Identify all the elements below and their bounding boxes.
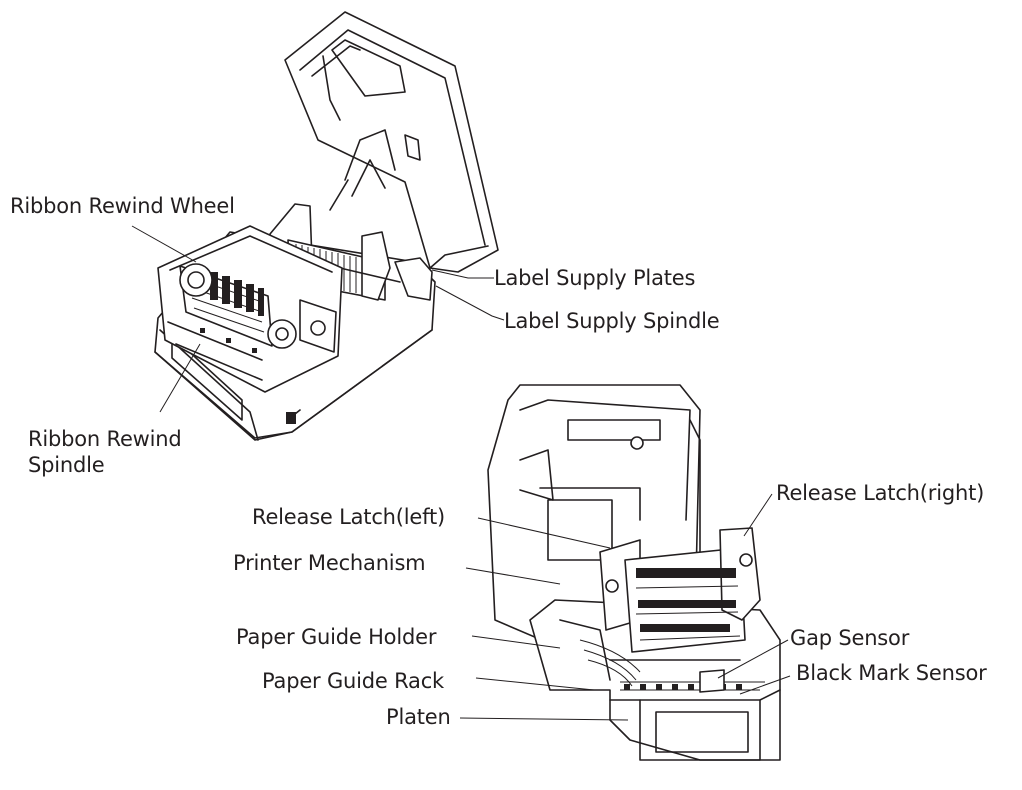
callout-label-supply-spindle: Label Supply Spindle (504, 309, 720, 333)
callout-paper-guide-rack: Paper Guide Rack (262, 669, 444, 693)
callout-label-supply-plates: Label Supply Plates (494, 266, 696, 290)
callout-gap-sensor: Gap Sensor (790, 626, 910, 650)
callout-printer-mechanism: Printer Mechanism (233, 551, 426, 575)
callout-paper-guide-holder: Paper Guide Holder (236, 625, 437, 649)
top-view-leader-lines (131, 225, 505, 413)
callout-release-latch-right: Release Latch(right) (776, 481, 985, 505)
callout-ribbon-rewind-spindle-line2: Spindle (28, 453, 105, 477)
callout-ribbon-rewind-spindle: Ribbon Rewind Spindle (28, 426, 238, 478)
callout-black-mark-sensor: Black Mark Sensor (796, 661, 987, 685)
callout-ribbon-rewind-spindle-line1: Ribbon Rewind (28, 427, 182, 451)
top-printer-ribbon-frame (157, 225, 343, 393)
callout-ribbon-rewind-wheel: Ribbon Rewind Wheel (10, 194, 235, 218)
callout-release-latch-left: Release Latch(left) (252, 505, 445, 529)
top-printer-open-lid (284, 11, 499, 273)
callout-platen: Platen (386, 705, 451, 729)
